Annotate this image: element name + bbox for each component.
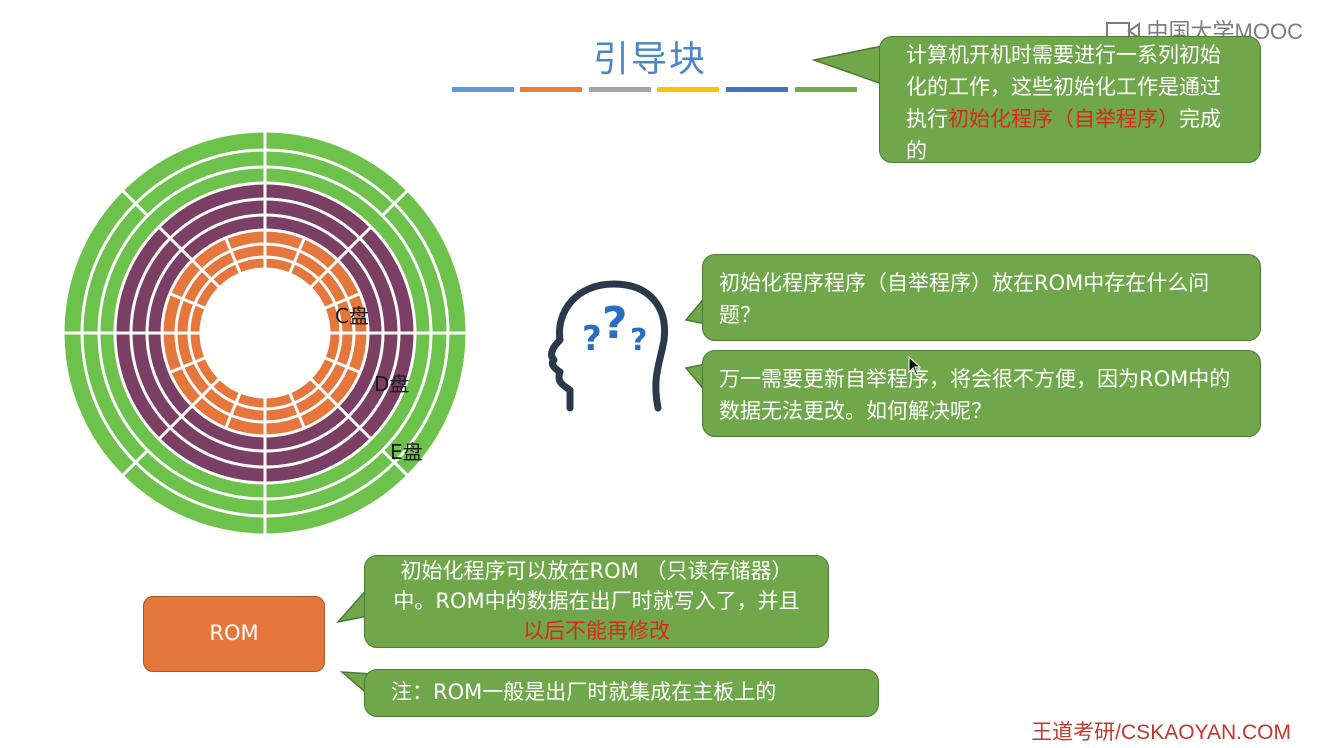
rom-callout: 初始化程序可以放在ROM （只读存储器）中。ROM中的数据在出厂时就写入了，并且… <box>364 555 829 648</box>
title-bar <box>589 87 651 92</box>
rom-callout-text: 初始化程序可以放在ROM （只读存储器）中。ROM中的数据在出厂时就写入了，并且 <box>393 559 800 613</box>
disk-label-d: D盘 <box>374 372 410 396</box>
title-bar <box>657 87 719 92</box>
footer-brand: 王道考研/CSKAOYAN.COM <box>1031 721 1291 744</box>
rom-box: ROM <box>143 596 325 672</box>
disk-hole <box>199 267 331 399</box>
sector-divider <box>288 237 306 275</box>
sector-divider <box>381 189 409 217</box>
boot-callout-highlight: 初始化程序（自举程序） <box>948 107 1179 131</box>
boot-callout: 计算机开机时需要进行一系列初始化的工作，这些初始化工作是通过执行初始化程序（自举… <box>879 36 1261 163</box>
sector-divider <box>381 449 409 477</box>
sector-divider <box>309 377 373 441</box>
boot-callout-text: 计算机开机时需要进行一系列初始化的工作，这些初始化工作是通过执行 <box>906 43 1221 131</box>
sector-divider <box>121 449 149 477</box>
sector-divider <box>157 377 221 441</box>
note-callout: 注：ROM一般是出厂时就集成在主板上的 <box>364 669 879 717</box>
title-bar <box>452 87 514 92</box>
svg-text:?: ? <box>602 298 628 349</box>
question-bubble: 初始化程序程序（自举程序）放在ROM中存在什么问题？ <box>702 254 1261 341</box>
sector-divider <box>323 292 361 310</box>
rom-callout-highlight: 以后不能再修改 <box>523 619 670 643</box>
sector-divider <box>169 292 207 310</box>
thinking-head-icon: ? ? ? <box>548 280 669 412</box>
disk-diagram <box>61 129 469 537</box>
boot-callout-text-end: 完成的 <box>906 107 1221 163</box>
sector-divider <box>323 356 361 374</box>
disk-label-c: C盘 <box>335 304 369 328</box>
sector-divider <box>169 356 207 374</box>
slide-title: 引导块 <box>592 39 707 80</box>
sector-divider <box>224 391 242 429</box>
sector-divider <box>157 225 221 289</box>
sector-divider <box>121 189 149 217</box>
title-bar <box>520 87 582 92</box>
title-bar <box>726 87 788 92</box>
disk-label-e: E盘 <box>390 440 423 464</box>
sector-divider <box>224 237 242 275</box>
mouse-cursor-icon <box>908 356 922 376</box>
answer-bubble: 万一需要更新自举程序，将会很不方便，因为ROM中的数据无法更改。如何解决呢？ <box>702 350 1261 437</box>
svg-text:?: ? <box>582 319 602 359</box>
sector-divider <box>288 391 306 429</box>
svg-text:?: ? <box>630 323 647 358</box>
callout-pointer <box>812 45 883 86</box>
sector-divider <box>309 225 373 289</box>
title-bar <box>795 87 857 92</box>
